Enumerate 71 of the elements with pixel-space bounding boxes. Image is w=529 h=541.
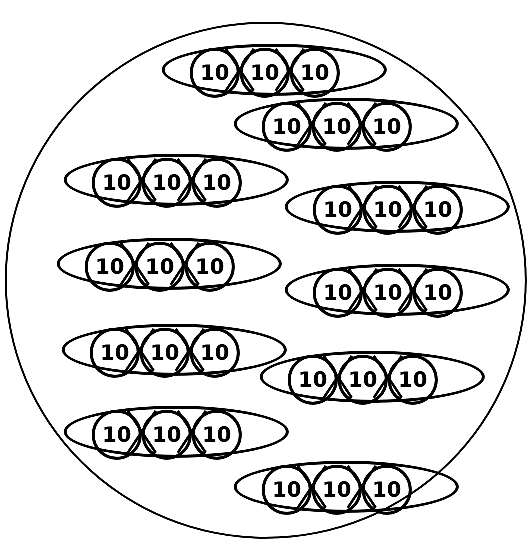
ellipse-group bbox=[62, 324, 287, 376]
digit-label: 10 bbox=[300, 62, 330, 84]
digit-label: 10 bbox=[373, 282, 403, 304]
small-circle bbox=[142, 410, 192, 460]
small-circle bbox=[262, 102, 312, 152]
small-circle bbox=[85, 242, 135, 292]
small-circle bbox=[92, 158, 142, 208]
small-circle bbox=[190, 48, 240, 98]
digit-label: 10 bbox=[323, 200, 353, 220]
small-circle bbox=[388, 355, 438, 405]
ellipse-group bbox=[234, 461, 459, 513]
digit-label: 10 bbox=[322, 116, 352, 138]
small-circle bbox=[185, 242, 235, 292]
digit-label: 10 bbox=[95, 256, 125, 278]
ellipse-group bbox=[64, 154, 289, 206]
small-circle bbox=[288, 355, 338, 405]
small-circle bbox=[92, 410, 142, 460]
small-circle bbox=[363, 268, 413, 318]
ellipse-group bbox=[234, 98, 459, 150]
small-circle bbox=[135, 242, 185, 292]
digit-label: 10 bbox=[423, 282, 453, 304]
digit-label: 10 bbox=[195, 256, 225, 278]
small-circle bbox=[362, 102, 412, 152]
small-circle bbox=[262, 465, 312, 515]
digit-label: 10 bbox=[100, 342, 130, 364]
ellipse-group bbox=[57, 238, 282, 290]
ellipse-group bbox=[162, 44, 387, 96]
small-circle bbox=[140, 328, 190, 378]
small-circle bbox=[413, 268, 463, 318]
small-circle bbox=[362, 465, 412, 515]
ellipse-group bbox=[285, 181, 510, 233]
digit-label: 10 bbox=[322, 480, 352, 500]
small-circle bbox=[312, 465, 362, 515]
digit-label: 10 bbox=[202, 424, 232, 446]
small-circle bbox=[312, 102, 362, 152]
digit-label: 10 bbox=[102, 424, 132, 446]
small-circle bbox=[190, 328, 240, 378]
digit-label: 10 bbox=[202, 172, 232, 194]
digit-label: 10 bbox=[323, 282, 353, 304]
digit-label: 10 bbox=[152, 172, 182, 194]
small-circle bbox=[240, 48, 290, 98]
small-circle bbox=[313, 185, 363, 235]
small-circle bbox=[142, 158, 192, 208]
digit-label: 10 bbox=[145, 256, 175, 278]
small-circle bbox=[363, 185, 413, 235]
digit-label: 10 bbox=[152, 424, 182, 446]
digit-label: 10 bbox=[150, 342, 180, 364]
digit-label: 10 bbox=[423, 200, 453, 220]
digit-label: 10 bbox=[102, 172, 132, 194]
large-circle bbox=[5, 22, 527, 539]
small-circle bbox=[313, 268, 363, 318]
small-circle bbox=[290, 48, 340, 98]
small-circle bbox=[90, 328, 140, 378]
ellipse-group bbox=[285, 264, 510, 316]
digit-label: 10 bbox=[272, 116, 302, 138]
small-circle bbox=[192, 410, 242, 460]
small-circle bbox=[338, 355, 388, 405]
digit-label: 10 bbox=[272, 480, 302, 500]
ellipse-group bbox=[64, 406, 289, 458]
digit-label: 10 bbox=[200, 342, 230, 364]
digit-label: 10 bbox=[348, 370, 378, 390]
digit-label: 10 bbox=[372, 480, 402, 500]
small-circle bbox=[192, 158, 242, 208]
small-circle bbox=[413, 185, 463, 235]
digit-label: 10 bbox=[250, 62, 280, 84]
digit-label: 10 bbox=[298, 370, 328, 390]
ellipse-group bbox=[260, 351, 485, 403]
digit-label: 10 bbox=[398, 370, 428, 390]
digit-label: 10 bbox=[200, 62, 230, 84]
digit-label: 10 bbox=[372, 116, 402, 138]
digit-label: 10 bbox=[373, 200, 403, 220]
